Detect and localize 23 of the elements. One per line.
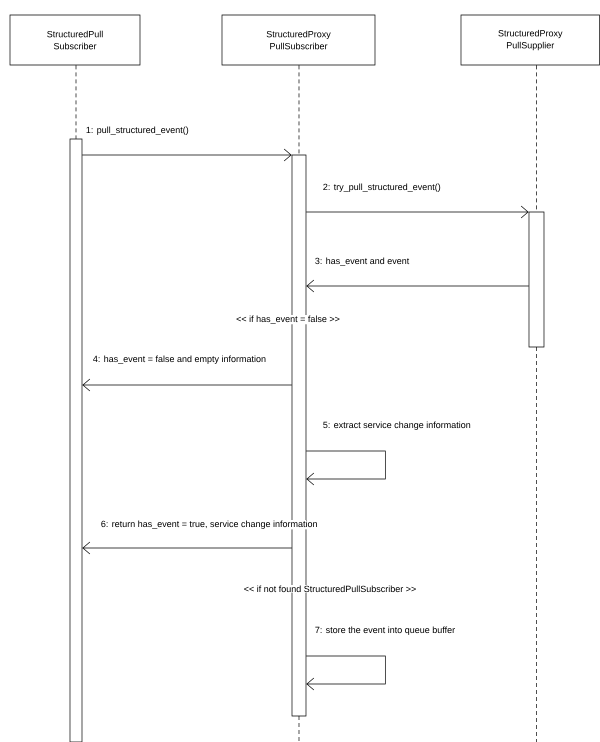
edge-label: 4: has_event = false and empty information <box>92 354 267 364</box>
lifeline <box>298 65 300 155</box>
self-message-arrow <box>306 450 386 486</box>
guard-condition: << if has_event = false >> <box>236 314 340 324</box>
message-arrow <box>82 148 292 162</box>
guard-condition: << if not found StructuredPullSubscriber >> <box>243 584 417 593</box>
message-arrow <box>82 542 292 554</box>
message-arrow <box>82 378 292 392</box>
edge-label: 5: extract service change information <box>322 420 472 430</box>
activation-bar <box>528 212 544 348</box>
object-box: StructuredPull Subscriber <box>10 14 140 66</box>
message-arrow <box>306 280 529 292</box>
object-box: StructuredProxy PullSupplier <box>460 14 600 66</box>
edge-label: 3: has_event and event <box>314 256 410 266</box>
edge-label: 7: store the event into queue buffer <box>314 626 456 636</box>
self-message-arrow <box>306 656 386 690</box>
object-box: StructuredProxy PullSubscriber <box>222 14 376 66</box>
message-arrow <box>306 206 529 218</box>
activation-bar <box>70 138 82 742</box>
lifeline <box>536 65 537 212</box>
edge-label: 1: pull_structured_event() <box>85 126 190 136</box>
edge-label: 2: try_pull_structured_event() <box>322 183 442 192</box>
edge-label: 6: return has_event = true, service change information <box>100 520 318 530</box>
